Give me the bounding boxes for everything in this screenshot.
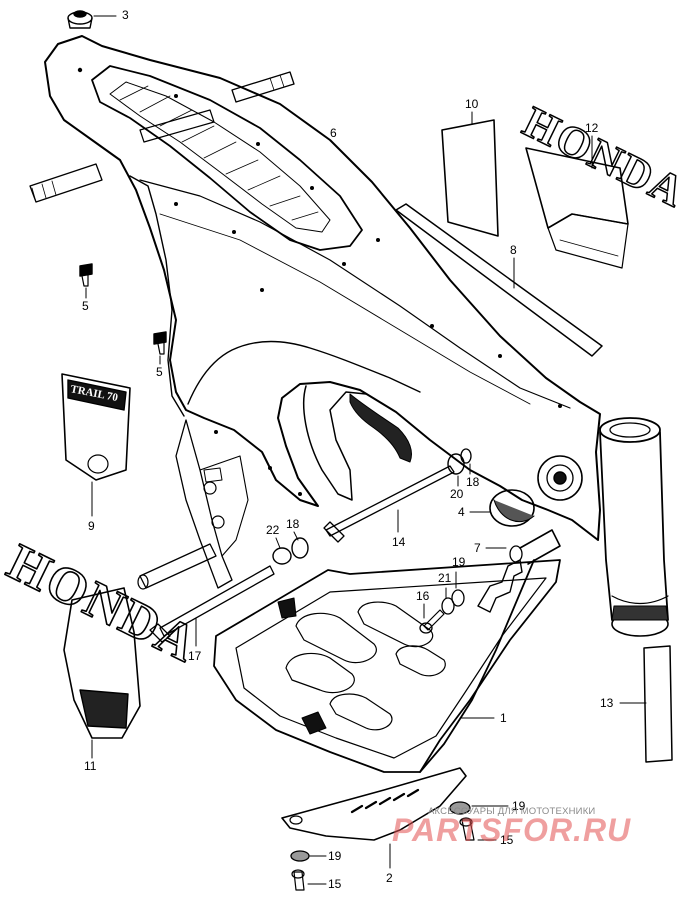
label-3: 3 xyxy=(122,8,129,22)
part-22-washer xyxy=(272,547,292,565)
label-5b: 5 xyxy=(156,365,163,379)
label-19b: 19 xyxy=(512,799,526,813)
part-5-screw-a xyxy=(79,263,93,287)
part-14-bolt xyxy=(323,465,455,543)
part-11-emblem xyxy=(63,587,141,739)
part-18-nut-b xyxy=(291,537,309,559)
part-1-skidplate xyxy=(213,529,561,773)
part-15-head-a xyxy=(459,817,473,827)
part-17-bolt xyxy=(149,565,275,643)
watermark-brand: PARTSFOR.RU xyxy=(392,812,631,849)
label-15a: 15 xyxy=(500,833,514,847)
part-19-washer-a xyxy=(451,589,465,607)
label-19a: 19 xyxy=(452,555,466,569)
part-20-washer xyxy=(447,453,465,475)
label-4: 4 xyxy=(458,505,465,519)
label-2: 2 xyxy=(386,871,393,885)
part-8-strip xyxy=(395,203,603,357)
part-4-cap xyxy=(489,489,535,527)
honda-right-text: HONDA xyxy=(516,97,694,217)
label-18b: 18 xyxy=(286,517,300,531)
label-22: 22 xyxy=(266,523,280,537)
label-20: 20 xyxy=(450,487,464,501)
part-21-washer xyxy=(441,597,455,615)
watermark-brand-left: PARTS xyxy=(392,812,503,848)
part-18-nut-a xyxy=(460,448,472,464)
part-19-washer-c xyxy=(290,850,310,862)
label-11: 11 xyxy=(84,759,97,773)
honda-left-lettering: HONDA xyxy=(0,533,207,675)
label-19c: 19 xyxy=(328,849,342,863)
label-16: 16 xyxy=(416,589,430,603)
leader-22 xyxy=(275,537,281,549)
part-15-bolt-a xyxy=(461,819,475,841)
head-tube xyxy=(599,417,669,637)
label-5a: 5 xyxy=(82,299,89,313)
label-13: 13 xyxy=(600,696,614,710)
part-16-bolt xyxy=(423,609,445,631)
leader-18b xyxy=(293,531,299,541)
part-2-guard xyxy=(281,767,467,841)
label-7: 7 xyxy=(474,541,481,555)
watermark-brand-right: FOR.RU xyxy=(502,812,632,848)
part-5-screw-b xyxy=(153,331,167,355)
part-15-head-b xyxy=(291,869,305,879)
part-10-plate xyxy=(441,119,499,237)
label-9: 9 xyxy=(88,519,95,533)
label-17: 17 xyxy=(188,649,202,663)
part-7-hole xyxy=(509,545,523,563)
label-10: 10 xyxy=(465,97,479,111)
part-12-emblem xyxy=(525,147,629,269)
label-14: 14 xyxy=(392,535,406,549)
label-12: 12 xyxy=(585,121,599,135)
label-18a: 18 xyxy=(466,475,480,489)
part-13-strip xyxy=(643,645,673,763)
label-6: 6 xyxy=(330,126,337,140)
label-15b: 15 xyxy=(328,877,342,891)
honda-right-lettering: HONDA xyxy=(515,96,694,218)
label-1: 1 xyxy=(500,711,507,725)
label-21: 21 xyxy=(438,571,452,585)
label-8: 8 xyxy=(510,243,517,257)
part-19-washer-b xyxy=(449,801,471,815)
frame-body xyxy=(29,35,601,590)
frame-rivets xyxy=(77,67,562,496)
part-15-bolt-b xyxy=(293,871,305,891)
part-3-cap xyxy=(67,10,93,29)
part-16-head xyxy=(419,622,433,634)
part-9-badge xyxy=(61,373,131,481)
part-7-bracket xyxy=(477,559,523,613)
watermark-tagline: АКСЕССУАРЫ ДЛЯ МОТОТЕХНИКИ xyxy=(428,806,596,817)
honda-left-text: HONDA xyxy=(0,534,207,674)
